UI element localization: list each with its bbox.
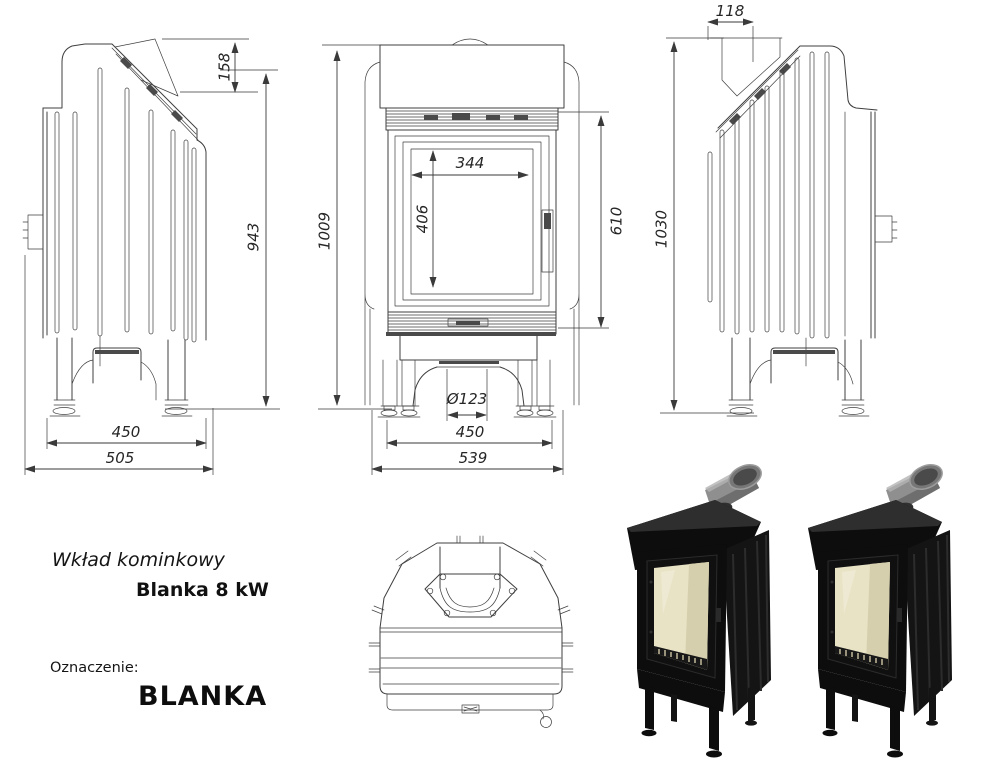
dim-base-width: 450 xyxy=(456,423,485,441)
top-view xyxy=(368,535,574,728)
designation-value: BLANKA xyxy=(138,681,267,712)
product-model-label: Blanka 8 kW xyxy=(136,579,269,601)
dim-glass-height: 406 xyxy=(413,205,431,234)
dim-glass-width: 344 xyxy=(456,154,485,172)
dim-overall-height-right: 1030 xyxy=(652,210,670,248)
dim-overall-width: 539 xyxy=(459,449,488,467)
dims-side-right: 118 1030 xyxy=(652,2,754,414)
dim-flue-offset: 118 xyxy=(716,2,745,20)
product-line-label: Wkład kominkowy xyxy=(52,549,226,571)
dim-hood-height: 158 xyxy=(215,53,233,82)
dims-side-left: 158 943 450 505 xyxy=(24,38,280,475)
dims-front: 1009 344 406 610 Ø123 450 539 xyxy=(315,44,625,475)
side-view-left xyxy=(22,38,207,417)
dim-overall-depth: 505 xyxy=(106,449,135,467)
render-3d-right xyxy=(807,459,953,759)
dim-flue-diameter: Ø123 xyxy=(446,390,487,408)
dim-body-height: 943 xyxy=(244,223,262,252)
dim-door-height: 610 xyxy=(607,207,625,236)
designation-caption: Oznaczenie: xyxy=(50,660,139,676)
dim-base-depth: 450 xyxy=(112,423,141,441)
side-view-right xyxy=(707,37,898,417)
front-view xyxy=(364,38,580,418)
title-block: Wkład kominkowy Blanka 8 kW Oznaczenie: … xyxy=(50,549,269,712)
render-3d-left xyxy=(626,459,772,759)
dim-overall-height: 1009 xyxy=(315,212,333,250)
